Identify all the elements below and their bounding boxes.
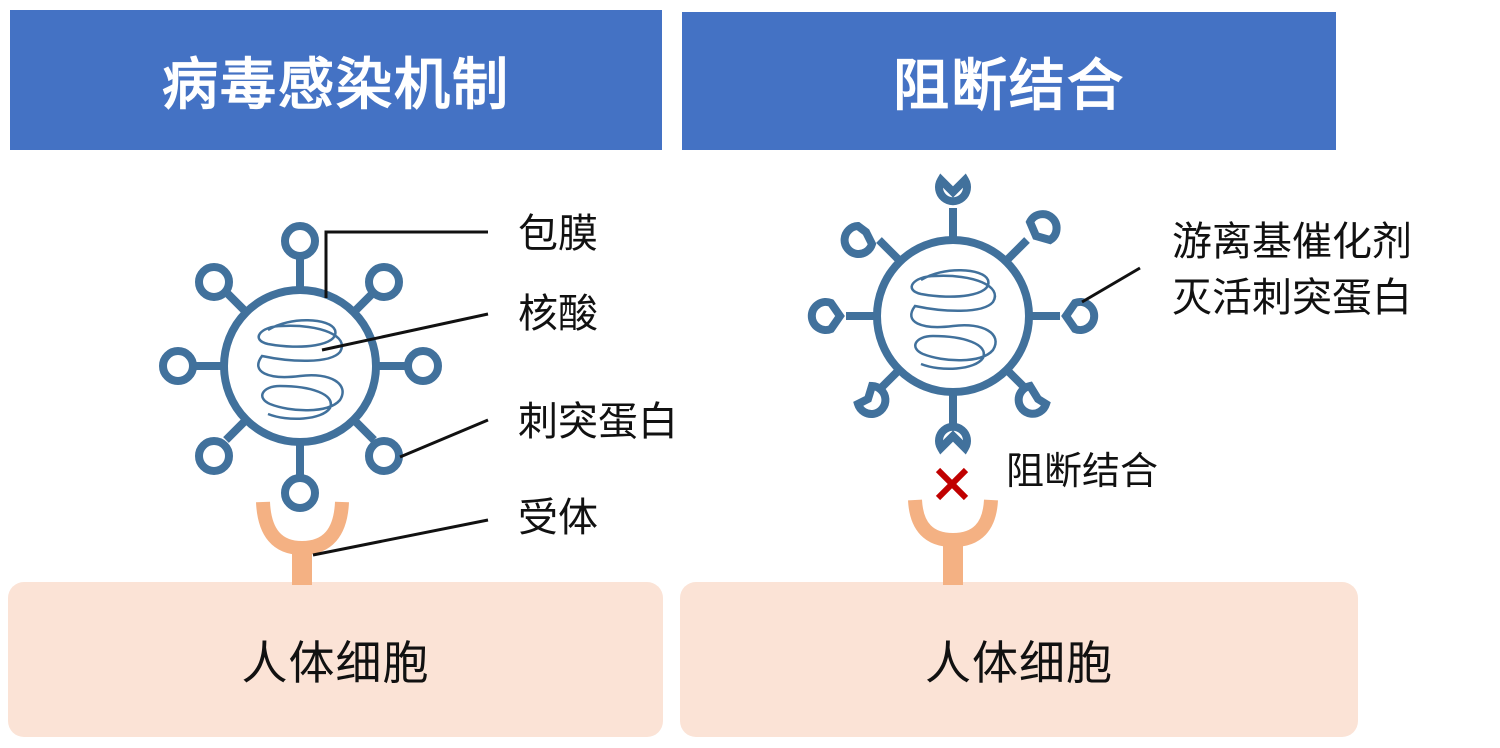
receptor-left	[256, 501, 349, 585]
nucleic-acid	[257, 319, 344, 420]
nucleic-acid-right	[910, 269, 997, 370]
spike-heads	[159, 222, 442, 512]
human-cell-left: 人体细胞	[8, 582, 663, 737]
label-catalyst-line2: 灭活刺突蛋白	[1172, 275, 1412, 321]
neutralized-virus	[807, 173, 1099, 455]
spike-stalks	[193, 255, 409, 478]
label-receptor: 受体	[518, 495, 598, 541]
label-envelope: 包膜	[518, 211, 598, 257]
title-virus-infection-mechanism: 病毒感染机制	[10, 10, 662, 150]
label-nucleic-acid: 核酸	[518, 291, 598, 337]
title-block-binding: 阻断结合	[682, 12, 1336, 150]
broken-spike-heads	[807, 173, 1099, 455]
envelope	[220, 286, 380, 446]
envelope-right	[873, 236, 1033, 396]
leader-lines-left	[312, 230, 489, 557]
intact-virus	[159, 222, 442, 512]
label-catalyst-line1: 游离基催化剂	[1172, 219, 1412, 265]
catalyst-leader-line	[1081, 266, 1141, 304]
human-cell-right: 人体细胞	[680, 582, 1358, 737]
label-block-binding: 阻断结合	[1006, 449, 1159, 493]
block-x-mark	[935, 467, 969, 501]
receptor-right	[908, 499, 998, 585]
label-spike-protein: 刺突蛋白	[518, 399, 678, 445]
